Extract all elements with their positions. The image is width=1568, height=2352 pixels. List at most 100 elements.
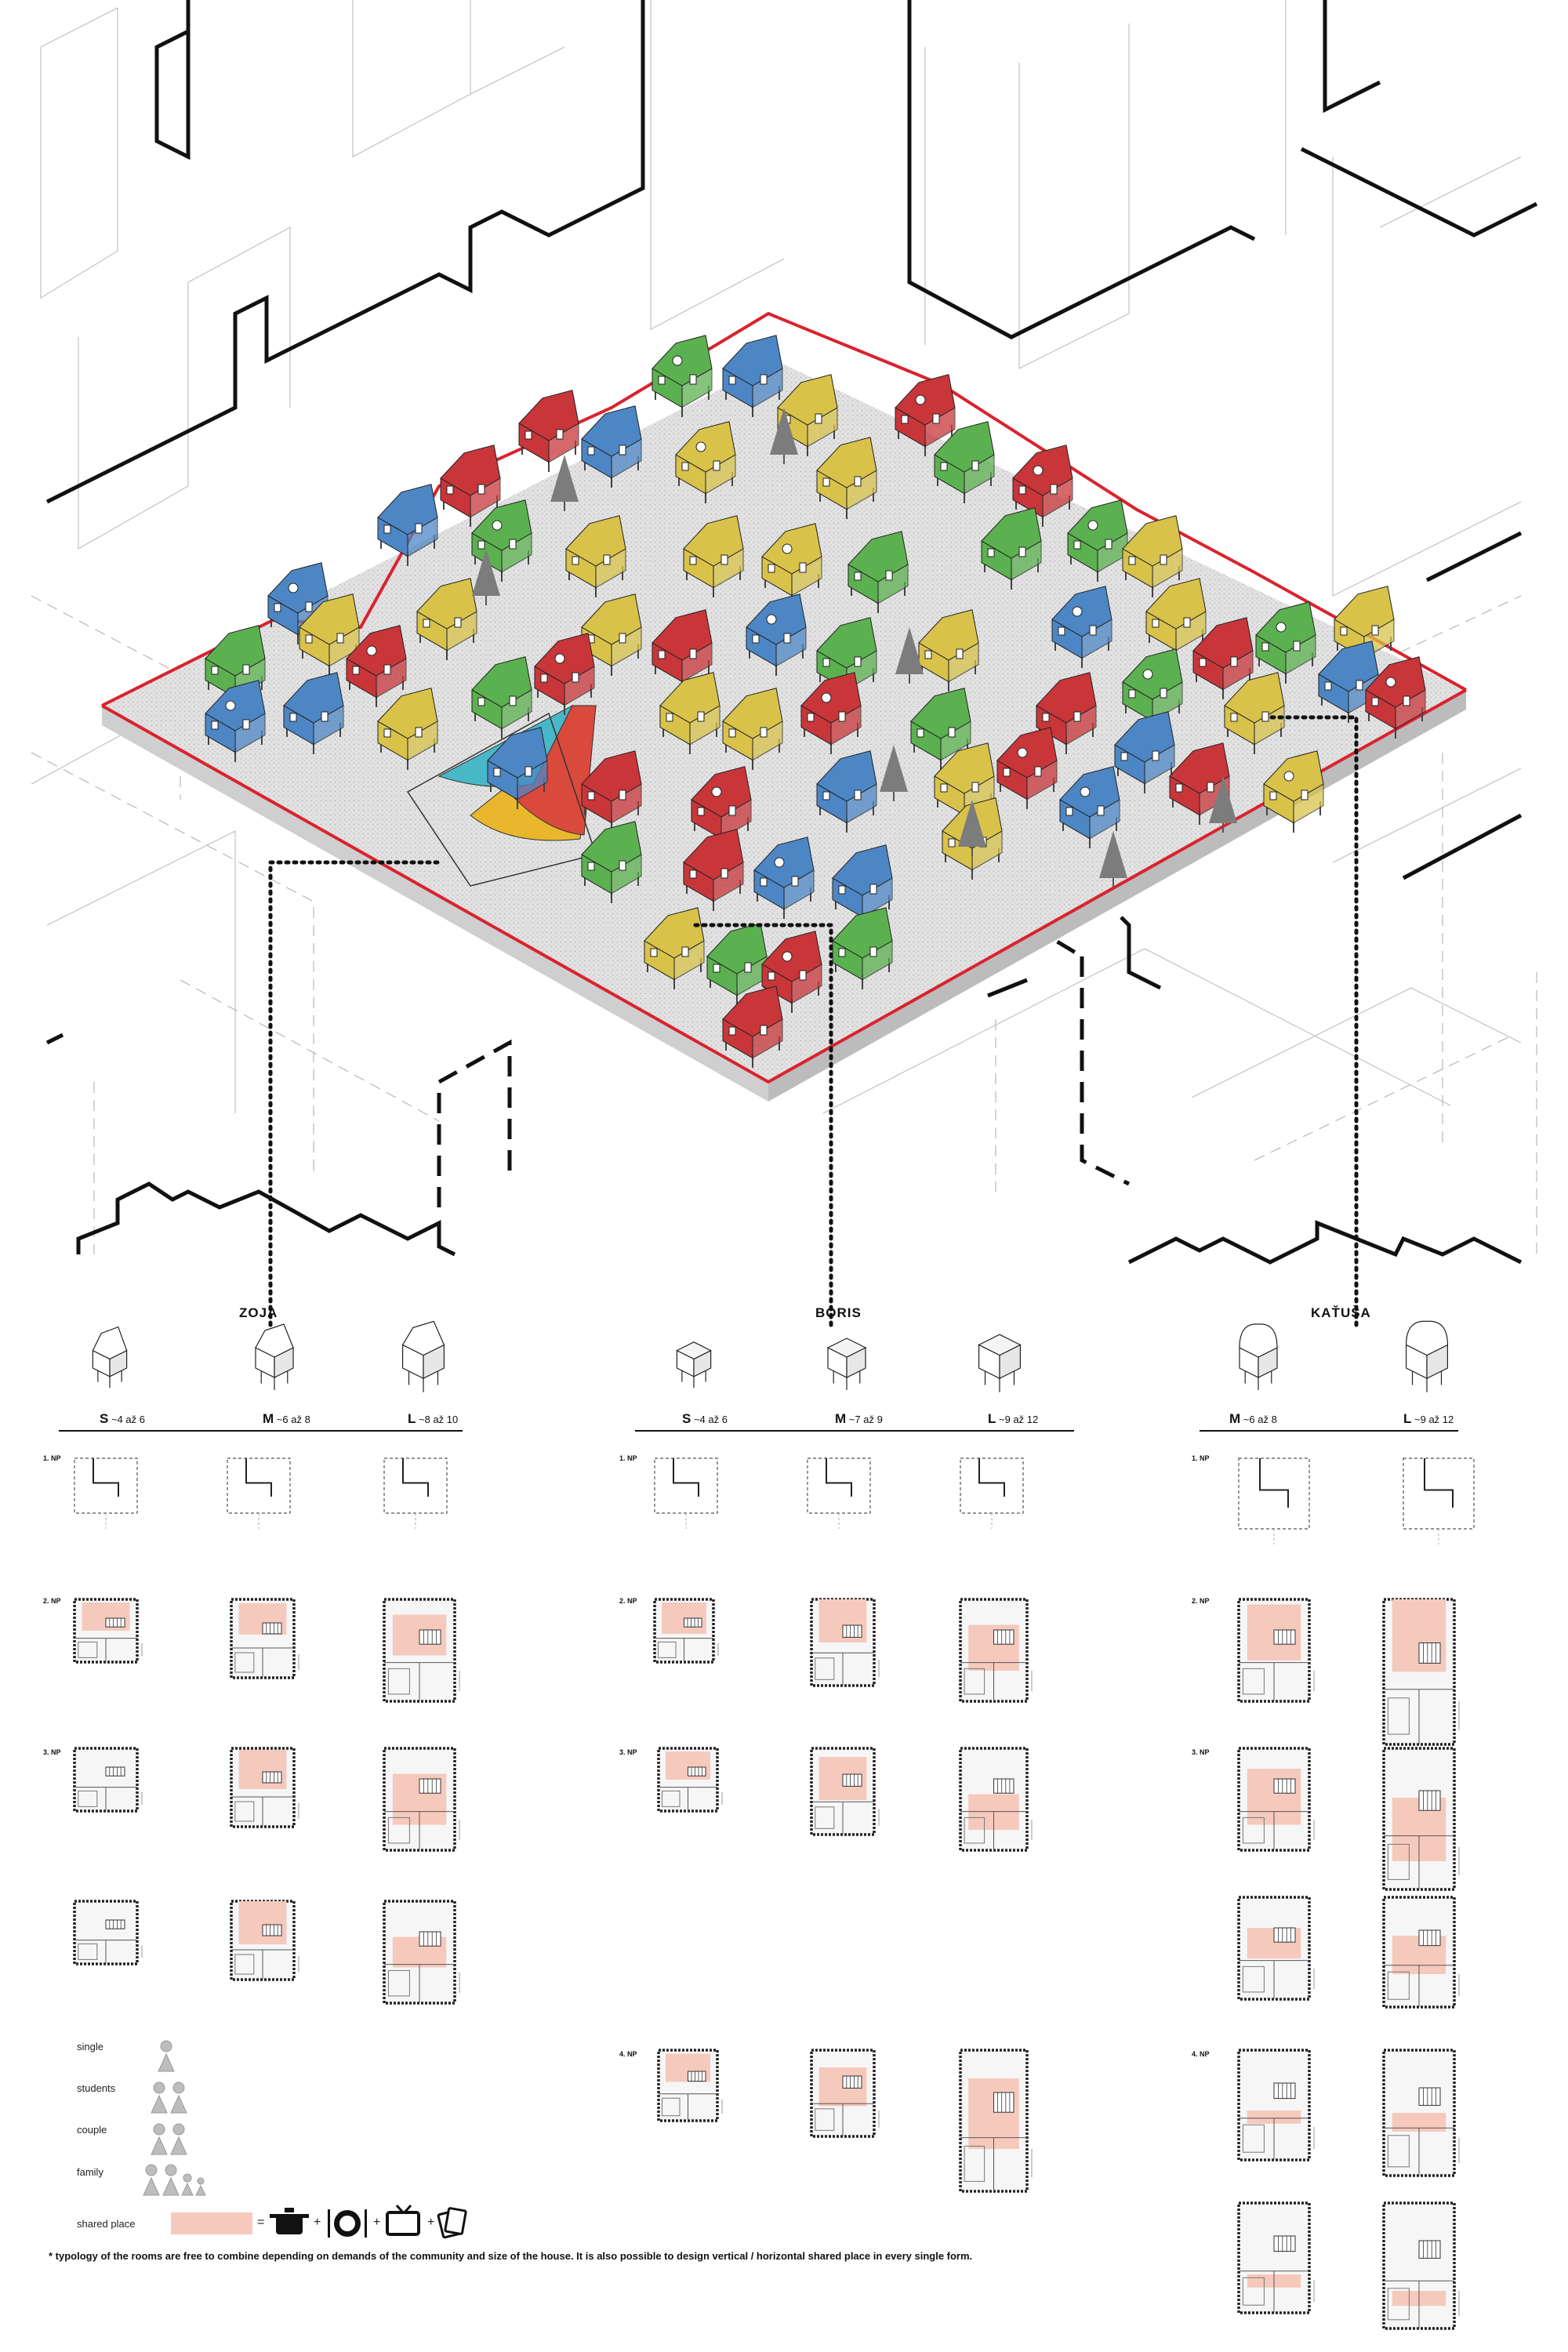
- house: [722, 985, 783, 1068]
- house: [895, 374, 956, 456]
- house: [377, 688, 438, 770]
- floor-label-katusa-3np: 3. NP: [1192, 1748, 1210, 1756]
- legend-plus-3: +: [427, 2216, 435, 2229]
- floor-label-zoja-1np: 1. NP: [43, 1454, 61, 1462]
- floor-label-katusa-4np: 4. NP: [1192, 2050, 1210, 2058]
- floor-plan: [230, 1747, 299, 1828]
- floor-plan: [1238, 1457, 1310, 1544]
- house: [706, 923, 768, 1005]
- floor-label-boris-2np: 2. NP: [619, 1597, 637, 1605]
- house: [746, 593, 807, 676]
- floor-plan: [960, 1457, 1024, 1529]
- house: [761, 523, 822, 605]
- house: [299, 593, 360, 676]
- floor-plan: [657, 2049, 723, 2122]
- tree: [1099, 831, 1127, 887]
- housing-cluster: [205, 335, 1426, 1068]
- size-label-katusa-m: M ~6 až 8: [1229, 1411, 1277, 1426]
- size-label-zoja-s: S ~4 až 6: [100, 1411, 145, 1426]
- house: [487, 727, 548, 809]
- floor-plan: [1237, 2201, 1315, 2314]
- size-label-zoja-m: M ~6 až 8: [263, 1411, 310, 1426]
- person-icon-family: [143, 2164, 206, 2196]
- floor-plan: [959, 1747, 1033, 1852]
- house: [581, 750, 642, 833]
- house: [659, 672, 720, 754]
- house: [1122, 648, 1183, 731]
- legend-plus-1: +: [314, 2216, 321, 2229]
- house: [644, 907, 705, 989]
- floor-plan: [810, 2049, 880, 2138]
- house: [934, 421, 995, 503]
- floor-plan: [657, 1747, 723, 1813]
- house: [1122, 515, 1183, 597]
- house: [1012, 445, 1073, 527]
- house: [1059, 766, 1120, 848]
- typology-models: [92, 1320, 1449, 1392]
- floor-plan: [1382, 2201, 1460, 2330]
- size-label-katusa-l: L ~9 až 12: [1403, 1411, 1454, 1426]
- floor-plan: [1382, 1747, 1460, 1891]
- tree: [880, 745, 908, 801]
- size-label-boris-l: L ~9 až 12: [988, 1411, 1039, 1426]
- legend-label-couple: couple: [77, 2124, 107, 2136]
- floor-plan: [1237, 1598, 1315, 1703]
- floor-plan: [1382, 2049, 1460, 2177]
- house: [1224, 672, 1285, 754]
- floor-label-boris-4np: 4. NP: [619, 2050, 637, 2058]
- house: [1036, 672, 1097, 754]
- house: [205, 680, 266, 762]
- house-model-icon: [1405, 1320, 1449, 1392]
- house: [683, 515, 744, 597]
- house: [346, 625, 407, 707]
- typology-title-zoja: ZOJA: [239, 1305, 278, 1320]
- tree: [1209, 776, 1237, 833]
- tree: [550, 455, 579, 511]
- house-model-icon: [1239, 1323, 1278, 1390]
- house-model-icon: [92, 1326, 128, 1388]
- house: [471, 499, 532, 582]
- tree: [770, 408, 798, 464]
- house: [683, 829, 744, 911]
- floor-plan: [73, 1598, 143, 1664]
- house: [753, 837, 815, 919]
- floor-plan: [230, 1900, 299, 1981]
- floor-plan: [73, 1747, 143, 1813]
- house: [832, 844, 893, 927]
- house: [722, 688, 783, 770]
- tree: [472, 549, 500, 605]
- house-model-icon: [826, 1338, 867, 1390]
- house: [832, 907, 893, 989]
- house: [816, 750, 877, 833]
- house: [440, 445, 501, 527]
- house: [981, 507, 1042, 590]
- house: [581, 593, 642, 676]
- floor-plan: [1403, 1457, 1475, 1544]
- floor-plan: [1237, 1896, 1315, 2001]
- tree: [958, 800, 986, 856]
- context-dashed-lines: [31, 595, 1537, 1254]
- floor-plan: [1237, 2049, 1315, 2161]
- house-model-icon: [401, 1320, 445, 1392]
- floor-label-zoja-2np: 2. NP: [43, 1597, 61, 1605]
- floor-plan: [1237, 1747, 1315, 1852]
- floor-plan: [73, 1900, 143, 1965]
- house: [1255, 601, 1316, 684]
- footnote: * typology of the rooms are free to comb…: [49, 2250, 973, 2262]
- floor-plan: [807, 1457, 871, 1529]
- house: [816, 437, 877, 519]
- leader-lines: [268, 715, 1359, 1327]
- legend-plus-2: +: [373, 2216, 381, 2229]
- person-icon-students: [151, 2082, 187, 2114]
- house: [918, 609, 979, 691]
- house: [691, 766, 752, 848]
- house: [1263, 750, 1324, 833]
- tree: [895, 627, 924, 684]
- legend-label-single: single: [77, 2041, 103, 2053]
- size-label-boris-m: M ~7 až 9: [835, 1411, 883, 1426]
- house: [1051, 586, 1112, 668]
- floor-plan: [810, 1598, 880, 1687]
- floor-plan: [959, 1598, 1033, 1703]
- floor-plan: [959, 2049, 1033, 2193]
- floor-plan: [653, 1598, 719, 1664]
